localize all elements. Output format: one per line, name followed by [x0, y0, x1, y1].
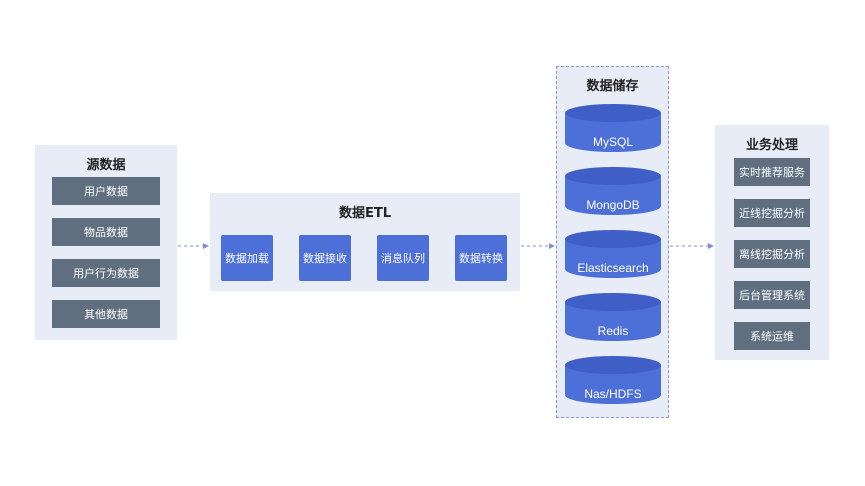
business-item-realtime-recommend: 实时推荐服务 [734, 158, 810, 186]
source-data-panel: 源数据 用户数据 物品数据 用户行为数据 其他数据 [35, 145, 177, 340]
database-cylinder-elasticsearch: Elasticsearch [565, 230, 661, 278]
database-label-mongodb: MongoDB [586, 198, 639, 212]
etl-panel: 数据ETL 数据加载 数据接收 消息队列 数据转换 [210, 193, 520, 291]
data-storage-panel: 数据储存 MySQL MongoDB Elasticsearch Redis N… [556, 66, 669, 418]
database-label-redis: Redis [598, 324, 629, 338]
data-storage-title: 数据储存 [586, 79, 639, 94]
etl-step-transform: 数据转换 [455, 235, 507, 281]
etl-title: 数据ETL [338, 206, 392, 221]
etl-step-receive: 数据接收 [299, 235, 351, 281]
database-label-mysql: MySQL [593, 135, 633, 149]
database-cylinder-mongodb: MongoDB [565, 167, 661, 215]
etl-step-load: 数据加载 [221, 235, 273, 281]
database-label-nas-hdfs: Nas/HDFS [584, 387, 641, 401]
business-processing-panel: 业务处理 实时推荐服务 近线挖掘分析 离线挖掘分析 后台管理系统 系统运维 [715, 125, 829, 360]
business-item-admin-system: 后台管理系统 [734, 281, 810, 309]
business-item-offline-mining: 离线挖掘分析 [734, 240, 810, 268]
source-item-other-data: 其他数据 [52, 300, 160, 328]
source-item-item-data: 物品数据 [52, 218, 160, 246]
etl-step-queue: 消息队列 [377, 235, 429, 281]
database-cylinder-nas-hdfs: Nas/HDFS [565, 356, 661, 404]
business-processing-title: 业务处理 [745, 138, 798, 153]
database-stack: MySQL MongoDB Elasticsearch Redis Nas/HD… [565, 104, 661, 404]
business-item-ops: 系统运维 [734, 322, 810, 350]
source-item-behavior-data: 用户行为数据 [52, 259, 160, 287]
source-item-user-data: 用户数据 [52, 177, 160, 205]
database-cylinder-redis: Redis [565, 293, 661, 341]
database-label-elasticsearch: Elasticsearch [577, 261, 648, 275]
source-data-title: 源数据 [86, 158, 126, 173]
database-cylinder-mysql: MySQL [565, 104, 661, 152]
business-item-nearline-mining: 近线挖掘分析 [734, 199, 810, 227]
